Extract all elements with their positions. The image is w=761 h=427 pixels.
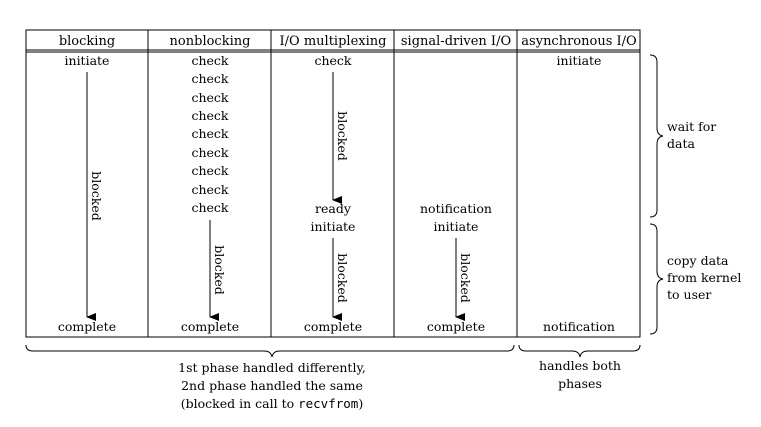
- bottom-right-label: handles both: [539, 358, 621, 373]
- copy-data-label: copy data: [667, 253, 729, 268]
- async-model-brace: [518, 344, 641, 358]
- signal-blocked-label: blocked: [458, 253, 473, 303]
- first-four-models-brace: [25, 344, 515, 358]
- header-asynchronous: asynchronous I/O: [521, 34, 636, 49]
- wait-for-data-brace: [649, 54, 664, 218]
- bottom-left-label: (blocked in call to recvfrom): [181, 396, 363, 411]
- multiplexing-blocked-label-1: blocked: [335, 111, 350, 161]
- bottom-right-label: phases: [558, 376, 602, 391]
- table-frame: [25, 29, 641, 338]
- blocking-blocked-label: blocked: [89, 171, 104, 221]
- header-io-multiplexing: I/O multiplexing: [280, 34, 387, 49]
- bottom-left-suffix: ): [358, 396, 363, 411]
- nonblocking-check: check: [191, 145, 228, 160]
- wait-for-data-label: data: [667, 136, 695, 151]
- header-signal-driven: signal-driven I/O: [401, 34, 511, 49]
- multiplexing-check: check: [314, 53, 351, 68]
- async-initiate: initiate: [557, 53, 602, 68]
- header-blocking: blocking: [59, 34, 115, 49]
- signal-initiate: initiate: [434, 219, 479, 234]
- copy-data-brace: [649, 223, 664, 335]
- nonblocking-check: check: [191, 90, 228, 105]
- nonblocking-check: check: [191, 163, 228, 178]
- bottom-left-label: 1st phase handled differently,: [178, 360, 366, 375]
- nonblocking-blocked-label: blocked: [212, 245, 227, 295]
- nonblocking-check: check: [191, 108, 228, 123]
- blocking-complete: complete: [58, 319, 116, 334]
- header-nonblocking: nonblocking: [170, 34, 251, 49]
- nonblocking-check: check: [191, 71, 228, 86]
- bottom-left-prefix: (blocked in call to: [181, 396, 298, 411]
- signal-notification: notification: [420, 201, 492, 216]
- recvfrom-code: recvfrom: [298, 396, 358, 411]
- copy-data-label: to user: [667, 287, 711, 302]
- nonblocking-check: check: [191, 200, 228, 215]
- multiplexing-blocked-label-2: blocked: [335, 253, 350, 303]
- multiplexing-ready: ready: [315, 201, 352, 216]
- signal-complete: complete: [427, 319, 485, 334]
- async-notification: notification: [543, 319, 615, 334]
- nonblocking-check: check: [191, 53, 228, 68]
- nonblocking-complete: complete: [181, 319, 239, 334]
- multiplexing-complete: complete: [304, 319, 362, 334]
- copy-data-label: from kernel: [667, 270, 741, 285]
- wait-for-data-label: wait for: [667, 119, 716, 134]
- blocking-initiate: initiate: [65, 53, 110, 68]
- bottom-left-label: 2nd phase handled the same: [181, 378, 363, 393]
- nonblocking-check: check: [191, 126, 228, 141]
- nonblocking-check: check: [191, 182, 228, 197]
- multiplexing-initiate: initiate: [311, 219, 356, 234]
